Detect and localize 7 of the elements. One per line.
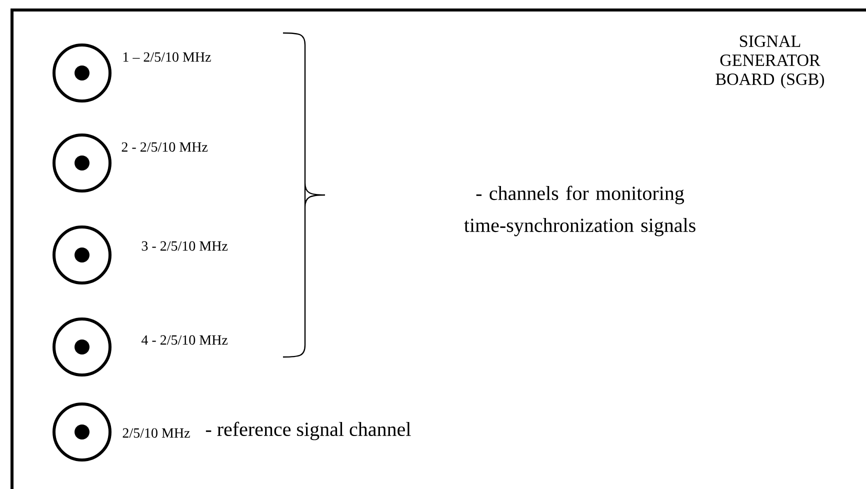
port-label: 4 - 2/5/10 MHz bbox=[141, 335, 228, 345]
port-label: 3 - 2/5/10 MHz bbox=[142, 241, 228, 251]
note: - channels for monitoring time-synchronization signals bbox=[464, 186, 696, 236]
port-label: 2/5/10 MHz bbox=[122, 428, 190, 438]
note: - reference signal channel bbox=[206, 422, 411, 440]
port-label: 1 – 2/5/10 MHz bbox=[123, 52, 211, 62]
port-label: 2 - 2/5/10 MHz bbox=[122, 142, 208, 152]
